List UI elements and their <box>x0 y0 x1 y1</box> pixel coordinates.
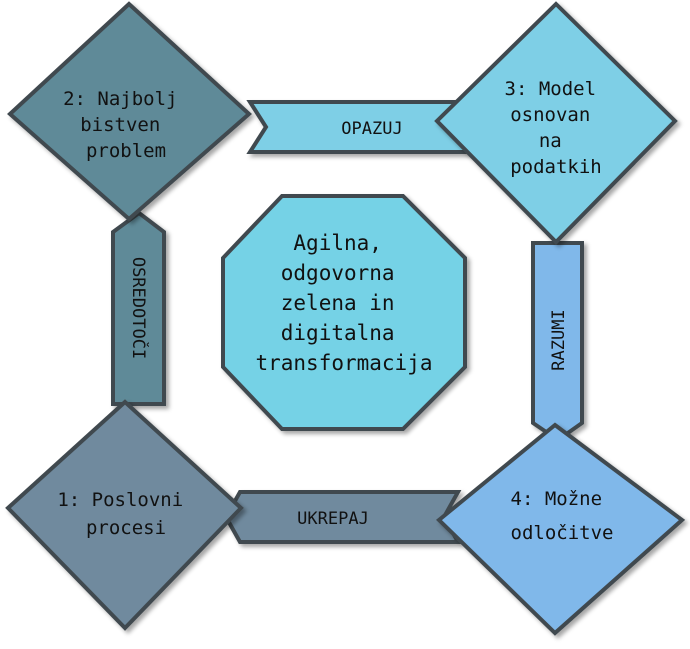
node-step-2-label: 2: Najbolj bistven problem <box>63 88 189 162</box>
center-line-2: odgovorna <box>281 261 395 285</box>
node-step-1-line-1: 1: Poslovni <box>57 489 183 511</box>
arrow-osredotoci-shape <box>111 210 166 406</box>
node-step-3-line-3: na <box>539 130 562 152</box>
center-label: Agilna, odgovorna zelena in digitalna tr… <box>255 231 432 375</box>
node-step-3-line-2: osnovan <box>510 104 590 126</box>
node-step-1-label: 1: Poslovni procesi <box>57 489 194 539</box>
node-step-2-line-2: bistven <box>80 114 160 136</box>
node-step-3-line-1: 3: Model <box>505 78 597 100</box>
center-line-1: Agilna, <box>293 231 382 255</box>
arrow-osredotoci-label: OSREDOTOČI <box>128 257 150 359</box>
arrow-osredotoci: OSREDOTOČI <box>111 210 166 406</box>
arrow-ukrepaj-label: UKREPAJ <box>297 509 369 529</box>
node-step-3-shape <box>434 1 678 245</box>
node-step-3-line-4: podatkih <box>510 156 602 178</box>
node-step-1-shape <box>5 399 244 631</box>
center-node: Agilna, odgovorna zelena in digitalna tr… <box>221 194 467 431</box>
node-step-3: 3: Model osnovan na podatkih <box>434 1 678 245</box>
node-step-2-line-3: problem <box>86 140 166 162</box>
node-step-4-shape <box>436 422 686 636</box>
node-step-4-label: 4: Možne odločitve <box>511 488 614 544</box>
center-line-4: digitalna <box>281 321 395 345</box>
node-step-3-label: 3: Model osnovan na podatkih <box>505 78 608 178</box>
center-line-5: transformacija <box>255 351 432 375</box>
node-step-4-line-2: odločitve <box>511 522 614 544</box>
node-step-4: 4: Možne odločitve <box>436 422 686 636</box>
arrow-ukrepaj: UKREPAJ <box>223 490 462 544</box>
node-step-1: 1: Poslovni procesi <box>5 399 244 631</box>
node-step-2-line-1: 2: Najbolj <box>63 88 177 110</box>
arrow-opazuj-label: OPAZUJ <box>341 119 402 139</box>
center-line-3: zelena in <box>281 291 395 315</box>
arrow-razumi-label: RAZUMI <box>549 309 569 370</box>
node-step-2: 2: Najbolj bistven problem <box>7 1 252 222</box>
center-octagon <box>221 194 467 431</box>
node-step-2-shape <box>7 1 252 222</box>
arrow-razumi: RAZUMI <box>531 241 584 443</box>
arrow-razumi-shape <box>531 241 584 443</box>
node-step-1-line-2: procesi <box>86 517 166 539</box>
node-step-4-line-1: 4: Možne <box>511 488 603 510</box>
